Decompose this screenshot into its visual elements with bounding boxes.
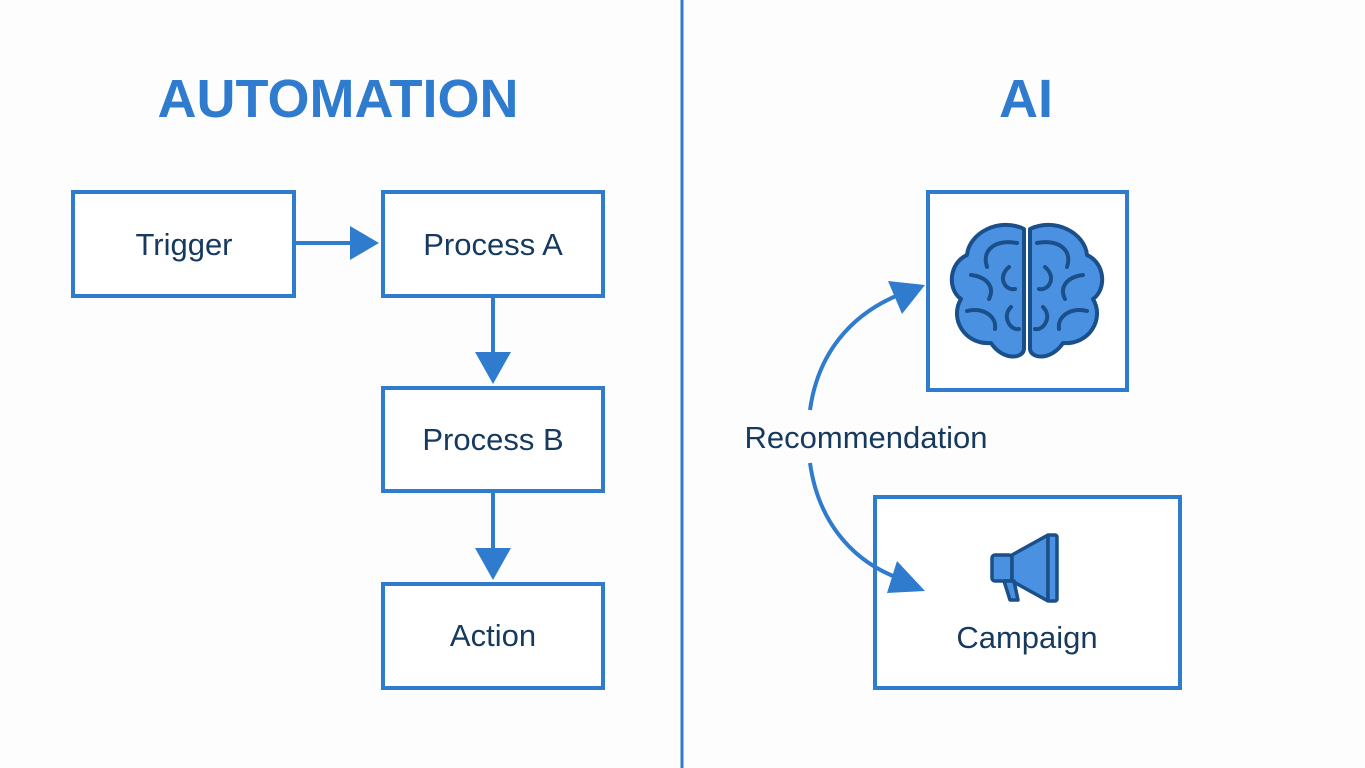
ai-title: AI	[999, 69, 1053, 129]
action-node: Action	[381, 582, 605, 690]
megaphone-icon	[990, 533, 1059, 603]
process-b-label: Process B	[422, 422, 563, 457]
process-a-label: Process A	[423, 227, 563, 262]
arrow-to-campaign	[808, 462, 925, 593]
arrow-process-b-to-action	[475, 491, 511, 580]
ai-brain-node	[926, 190, 1129, 392]
arrow-trigger-to-process-a	[294, 226, 379, 260]
arrow-process-a-to-process-b	[475, 296, 511, 384]
campaign-node: Campaign	[873, 495, 1182, 690]
process-a-node: Process A	[381, 190, 605, 298]
campaign-label: Campaign	[956, 620, 1097, 655]
trigger-label: Trigger	[135, 227, 232, 262]
automation-title: AUTOMATION	[158, 69, 519, 129]
arrow-to-brain	[808, 281, 925, 411]
trigger-node: Trigger	[71, 190, 296, 298]
process-b-node: Process B	[381, 386, 605, 493]
recommendation-label: Recommendation	[745, 420, 988, 455]
action-label: Action	[450, 618, 536, 653]
brain-icon	[950, 222, 1104, 359]
